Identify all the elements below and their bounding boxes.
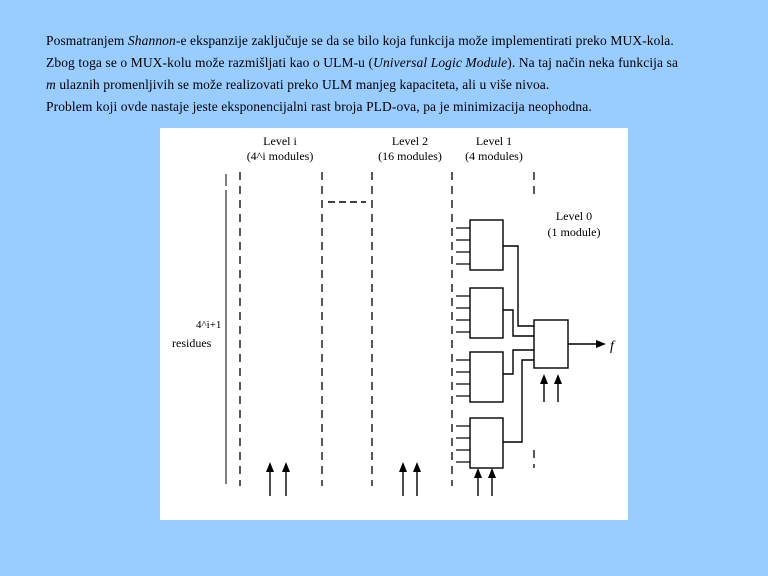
text-line-4: Problem koji ovde nastaje jeste eksponen… bbox=[46, 99, 592, 114]
level-1-modules bbox=[469, 219, 504, 469]
level-1-subtitle: (4 modules) bbox=[465, 149, 523, 163]
level-2-subtitle: (16 modules) bbox=[378, 149, 442, 163]
level-i-title: Level i bbox=[263, 134, 297, 148]
description-text: Posmatranjem Shannon-e ekspanzije zaklju… bbox=[46, 30, 746, 118]
level-0-subtitle: (1 module) bbox=[548, 225, 601, 239]
text-line-3: m ulaznih promenljivih se može realizova… bbox=[46, 77, 550, 92]
level-i-subtitle: (4^i modules) bbox=[247, 149, 314, 163]
residues-count: 4^i+1 bbox=[196, 319, 221, 331]
output-arrowhead bbox=[596, 340, 606, 348]
level-separators bbox=[239, 172, 535, 486]
residues-label: residues bbox=[172, 336, 212, 350]
multilevel-mux-figure: Level i (4^i modules) Level 2 (16 module… bbox=[160, 128, 628, 520]
level-1-title: Level 1 bbox=[476, 134, 512, 148]
level-1-module bbox=[469, 351, 504, 403]
level-1-module bbox=[469, 417, 504, 469]
text-line-2: Zbog toga se o MUX-kolu može razmišljati… bbox=[46, 55, 679, 70]
select-arrows bbox=[269, 382, 559, 496]
output-f-label: f bbox=[610, 339, 616, 354]
level-0-module bbox=[533, 319, 569, 369]
text-line-1: Posmatranjem Shannon-e ekspanzije zaklju… bbox=[46, 33, 674, 48]
select-arrowheads bbox=[266, 374, 562, 478]
level-0-title: Level 0 bbox=[556, 209, 592, 223]
level-1-module bbox=[469, 219, 504, 271]
mux-tree-diagram: Level i (4^i modules) Level 2 (16 module… bbox=[172, 134, 616, 496]
level-1-to-0-wires bbox=[503, 245, 534, 443]
level-1-module bbox=[469, 287, 504, 339]
level-2-title: Level 2 bbox=[392, 134, 428, 148]
level-1-input-lines bbox=[456, 227, 470, 463]
